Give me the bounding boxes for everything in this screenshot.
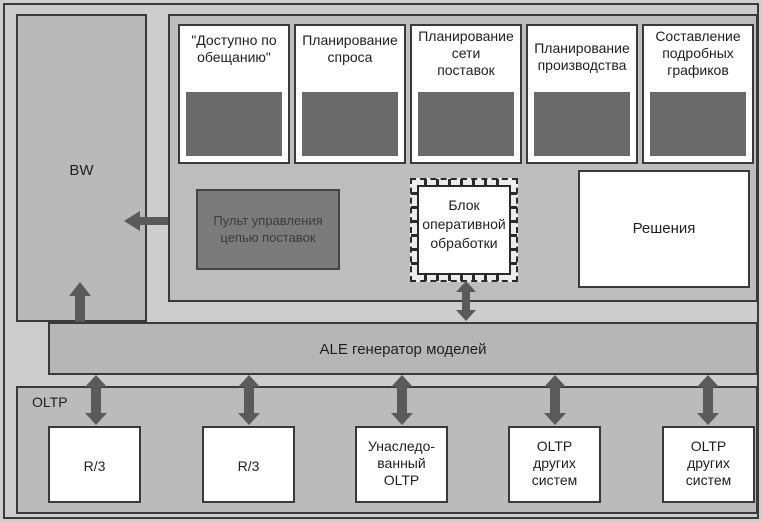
console-label: Пульт управления цепью поставок bbox=[198, 212, 338, 246]
module-label-line: Планирование bbox=[418, 28, 514, 44]
system-label-line: R/3 bbox=[237, 458, 260, 474]
module-fill bbox=[302, 92, 398, 156]
oltp-system-other: OLTP других систем bbox=[508, 426, 601, 503]
module-label-line: Планирование bbox=[302, 32, 398, 48]
oltp-label: OLTP bbox=[32, 394, 68, 410]
system-label-line: других bbox=[687, 455, 730, 471]
module-supply-network-planning: Планирование сети поставок bbox=[410, 24, 522, 164]
solutions-box: Решения bbox=[578, 170, 750, 288]
system-label: OLTP других систем bbox=[664, 438, 753, 489]
module-fill bbox=[534, 92, 630, 156]
module-label-line: Составление bbox=[655, 28, 741, 44]
module-label: Составление подробных графиков bbox=[646, 28, 750, 79]
bw-label: BW bbox=[69, 162, 94, 179]
arrow-ale-system-5 bbox=[697, 375, 719, 425]
system-label: Унаследо- ванный OLTP bbox=[357, 438, 446, 489]
arrow-ale-system-1 bbox=[85, 375, 107, 425]
module-label-line: "Доступно по bbox=[191, 32, 277, 48]
module-label-line: сети bbox=[451, 45, 481, 61]
system-label-line: OLTP bbox=[690, 438, 727, 454]
bw-box: BW bbox=[16, 14, 147, 322]
module-label-line: спроса bbox=[327, 49, 373, 65]
arrow-ale-system-3 bbox=[391, 375, 413, 425]
live-cache-chip: Блок оперативной обработки bbox=[417, 185, 511, 275]
module-fill bbox=[418, 92, 514, 156]
oltp-system-legacy: Унаследо- ванный OLTP bbox=[355, 426, 448, 503]
module-label: Планирование сети поставок bbox=[414, 28, 518, 79]
module-label: Планирование спроса bbox=[298, 32, 402, 66]
chip-label-line: Блок bbox=[448, 197, 480, 213]
ale-model-generator: ALE генератор моделей bbox=[48, 322, 758, 375]
system-label-line: систем bbox=[685, 472, 732, 488]
chip-label-line: обработки bbox=[430, 235, 498, 251]
system-label: R/3 bbox=[50, 458, 139, 475]
system-label-line: OLTP bbox=[536, 438, 573, 454]
system-label-line: ванный bbox=[377, 455, 426, 471]
module-label-line: графиков bbox=[667, 62, 729, 78]
arrow-chip-ale bbox=[456, 281, 476, 321]
module-label-line: поставок bbox=[437, 62, 495, 78]
module-label-line: обещанию" bbox=[197, 49, 271, 65]
module-fill bbox=[650, 92, 746, 156]
ale-label: ALE генератор моделей bbox=[319, 341, 487, 358]
arrow-ale-system-4 bbox=[544, 375, 566, 425]
system-label-line: R/3 bbox=[83, 458, 106, 474]
system-label-line: OLTP bbox=[383, 472, 420, 488]
arrow-ale-system-2 bbox=[238, 375, 260, 425]
chip-pins bbox=[411, 179, 517, 281]
arrow-ale-to-bw bbox=[69, 282, 91, 322]
arrow-apo-to-bw bbox=[124, 211, 168, 231]
system-label: OLTP других систем bbox=[510, 438, 599, 489]
system-label-line: Унаследо- bbox=[367, 438, 436, 454]
module-label: Планирование производства bbox=[530, 40, 634, 74]
module-atp: "Доступно по обещанию" bbox=[178, 24, 290, 164]
solutions-label: Решения bbox=[632, 220, 696, 237]
module-label-line: производства bbox=[537, 57, 627, 73]
module-label-line: подробных bbox=[662, 45, 734, 61]
module-demand-planning: Планирование спроса bbox=[294, 24, 406, 164]
system-label-line: других bbox=[533, 455, 576, 471]
oltp-system-r3: R/3 bbox=[48, 426, 141, 503]
oltp-system-r3: R/3 bbox=[202, 426, 295, 503]
console-label-line: Пульт управления bbox=[213, 213, 323, 228]
console-label-line: цепью поставок bbox=[220, 230, 316, 245]
module-detailed-scheduling: Составление подробных графиков bbox=[642, 24, 754, 164]
chip-label-line: оперативной bbox=[422, 216, 506, 232]
module-production-planning: Планирование производства bbox=[526, 24, 638, 164]
chip-label: Блок оперативной обработки bbox=[419, 196, 509, 253]
supply-chain-cockpit: Пульт управления цепью поставок bbox=[196, 189, 340, 270]
module-fill bbox=[186, 92, 282, 156]
system-label: R/3 bbox=[204, 458, 293, 475]
module-label: "Доступно по обещанию" bbox=[182, 32, 286, 66]
module-label-line: Планирование bbox=[534, 40, 630, 56]
oltp-system-other: OLTP других систем bbox=[662, 426, 755, 503]
system-label-line: систем bbox=[531, 472, 578, 488]
